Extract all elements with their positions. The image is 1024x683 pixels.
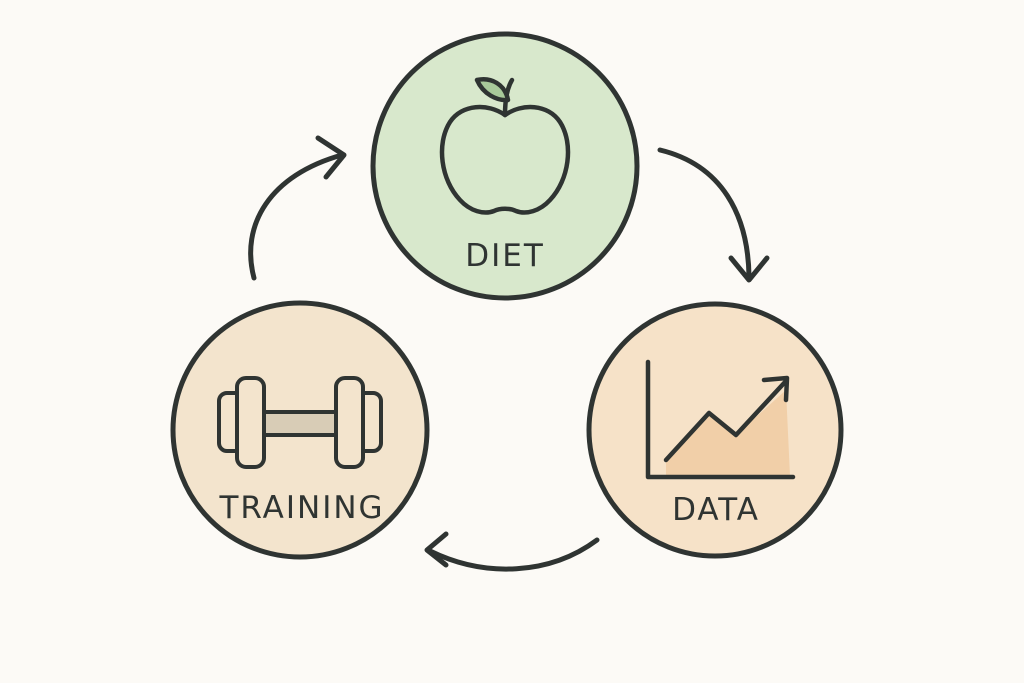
node-data: DATA <box>586 301 844 559</box>
diet-label: DIET <box>465 238 545 274</box>
arrow-training-to-diet <box>248 135 347 281</box>
dumbbell-icon <box>217 376 383 469</box>
arrow-data-to-training <box>424 531 600 572</box>
arrow-diet-to-data <box>657 147 770 283</box>
diet-circle <box>370 31 640 301</box>
data-label: DATA <box>672 492 760 528</box>
chart-icon <box>645 359 796 480</box>
node-training: TRAINING <box>170 300 430 560</box>
apple-icon <box>439 77 571 215</box>
training-label: TRAINING <box>218 490 384 526</box>
node-diet: DIET <box>370 31 640 301</box>
